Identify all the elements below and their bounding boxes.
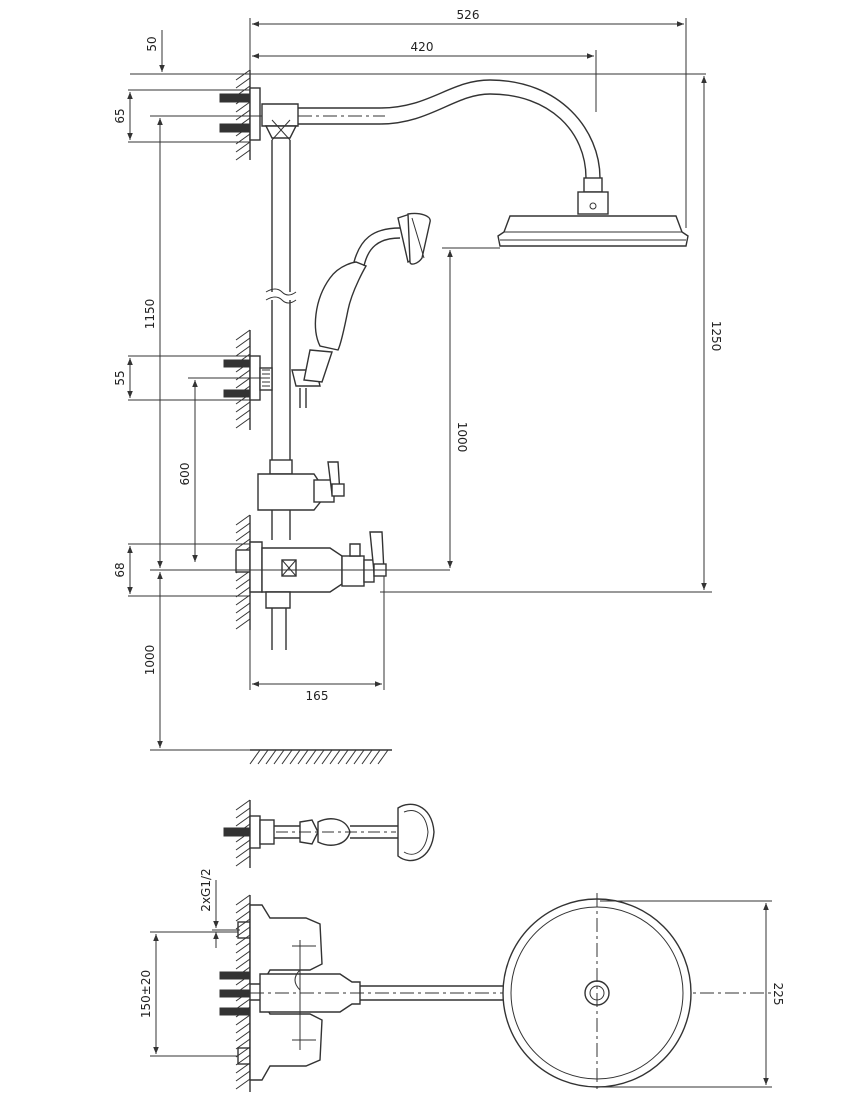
dim-inlet-spacing-label: 150±20 xyxy=(139,970,153,1018)
dim-55-label: 55 xyxy=(113,370,127,385)
dim-1000-right-label: 1000 xyxy=(455,422,469,453)
hand-shower-plan-view xyxy=(223,800,435,868)
dim-65-label: 65 xyxy=(113,108,127,123)
dim-420-label: 420 xyxy=(411,40,434,54)
hand-shower xyxy=(291,212,431,408)
thermostatic-mixer xyxy=(235,531,387,650)
dim-600-label: 600 xyxy=(178,463,192,486)
dim-inlets-label: 2xG1/2 xyxy=(199,868,213,911)
plan-dimensions: 2xG1/2 150±20 225 xyxy=(139,868,785,1088)
riser-rail xyxy=(265,140,297,470)
dim-50-label: 50 xyxy=(145,36,159,51)
dim-1000-lower-label: 1000 xyxy=(143,645,157,676)
dim-1250-label: 1250 xyxy=(709,321,723,352)
floor-line xyxy=(249,749,392,765)
dim-68-label: 68 xyxy=(113,562,127,577)
shower-arm xyxy=(298,79,601,179)
plan-wall-hatching xyxy=(235,799,251,1090)
rain-shower-head xyxy=(497,177,689,247)
wall-hatching xyxy=(235,69,251,630)
dim-1150-label: 1150 xyxy=(143,299,157,330)
dim-head-diameter-label: 225 xyxy=(771,983,785,1006)
tee-connector xyxy=(261,103,299,141)
front-dimensions: 526 420 50 65 1150 55 xyxy=(113,8,723,751)
dim-526-label: 526 xyxy=(457,8,480,22)
mixer-plan-view xyxy=(219,893,772,1093)
front-view: 526 420 50 65 1150 55 xyxy=(113,8,723,765)
dim-165-label: 165 xyxy=(306,689,329,703)
top-wall-bracket xyxy=(219,87,261,141)
diverter-valve xyxy=(257,459,345,540)
